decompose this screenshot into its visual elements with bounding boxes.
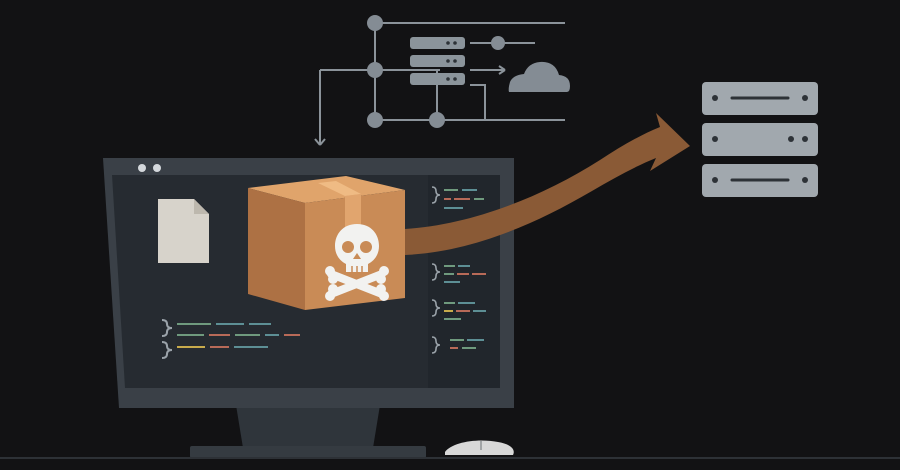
server-stack-icon: [702, 82, 818, 197]
network-diagram-icon: [314, 15, 570, 146]
network-down-arrow-icon: [314, 138, 326, 146]
small-server-stack-icon: [410, 37, 465, 85]
network-node: [367, 112, 383, 128]
code-side-panel: [428, 175, 500, 388]
small-server-unit: [410, 73, 465, 85]
network-node: [429, 112, 445, 128]
window-dot: [153, 164, 161, 172]
window-dot: [138, 164, 146, 172]
small-server-unit: [410, 55, 465, 67]
box-tape: [318, 181, 361, 196]
monitor-stand: [236, 405, 380, 454]
document-file-icon: [158, 199, 209, 263]
box-top: [248, 176, 405, 203]
server-unit-middle: [702, 123, 818, 156]
curved-arrow-icon: [405, 113, 690, 255]
network-node: [367, 15, 383, 31]
network-node: [491, 36, 505, 50]
code-lines-bottom: [161, 319, 300, 359]
cloud-icon: [508, 61, 570, 92]
box-left-side: [248, 188, 305, 310]
network-right-arrow-icon: [498, 65, 506, 75]
network-node: [367, 62, 383, 78]
skull-package-icon: [248, 176, 405, 310]
computer-mouse-icon: [445, 440, 514, 455]
skull-crossbones-icon: [325, 224, 389, 301]
code-lines-side: [431, 186, 486, 354]
monitor-stand-base: [190, 446, 426, 458]
small-server-unit: [410, 37, 465, 49]
